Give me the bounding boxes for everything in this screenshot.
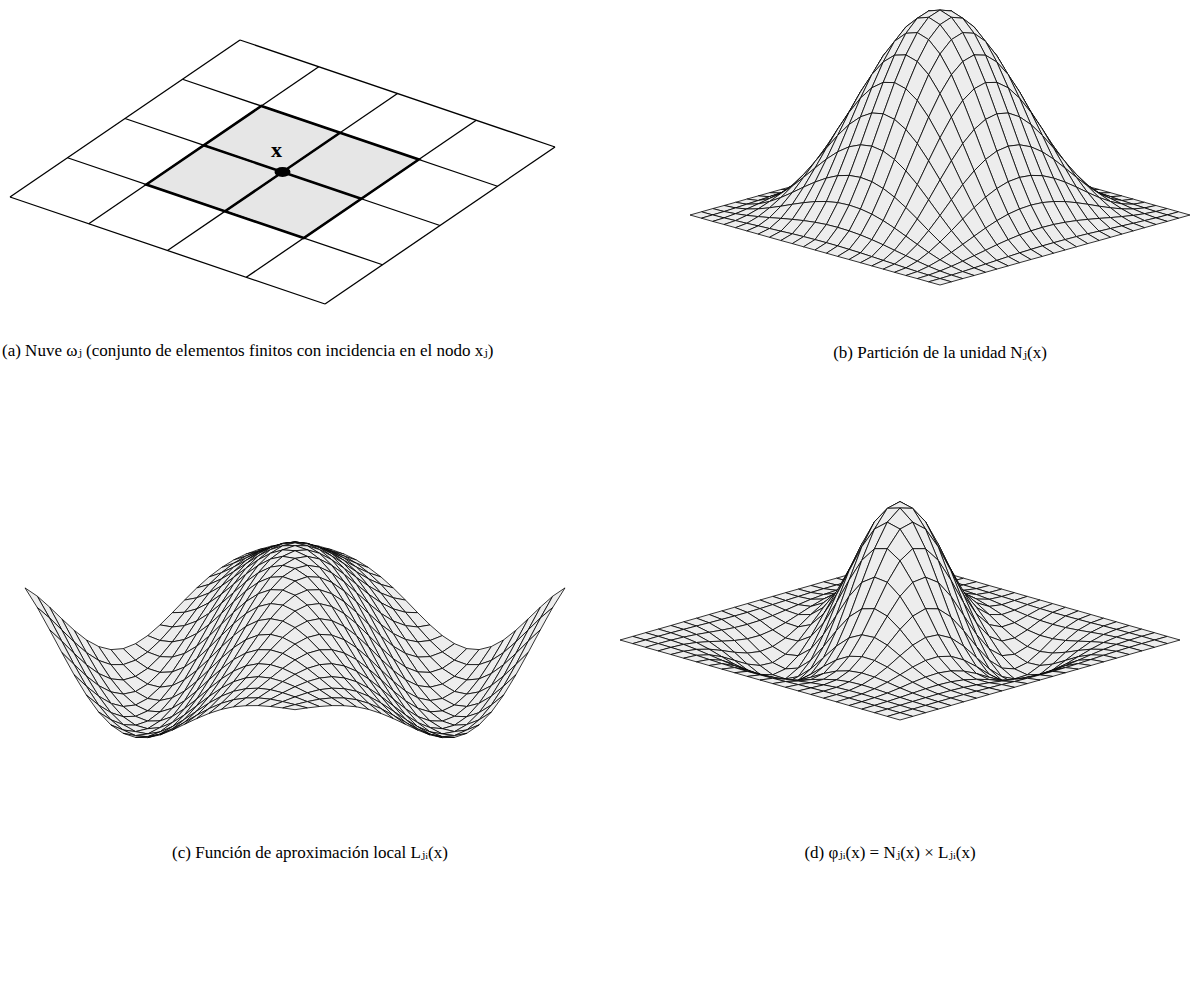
mesh-face: [74, 675, 99, 705]
subfigure-caption: (d) φⱼᵢ(x) = Nⱼ(x) × Lⱼᵢ(x): [700, 842, 1080, 864]
mesh-face: [111, 725, 136, 736]
partition-of-unity-surface: [690, 10, 1190, 285]
mesh-face: [406, 719, 431, 734]
cloud-inner-line: [225, 133, 340, 212]
mesh-face: [418, 729, 443, 738]
mesh-face: [99, 712, 124, 730]
mesh-face: [185, 709, 210, 725]
mesh-face: [504, 653, 529, 687]
mesh-face: [86, 695, 111, 720]
mesh-face: [37, 608, 62, 642]
mesh-face: [528, 608, 553, 642]
cloud-border: [146, 106, 419, 238]
mesh-face: [887, 713, 912, 720]
mesh-face: [50, 630, 75, 665]
node-dot: [275, 167, 291, 177]
mesh-face: [516, 630, 541, 665]
mesh-face: [887, 502, 912, 509]
finite-element-grid: [10, 40, 555, 304]
mesh-face: [455, 725, 480, 736]
mesh-face: [62, 653, 87, 687]
grid-line: [240, 40, 555, 147]
local-approximation-surface: [25, 542, 565, 738]
cloud-inner-line: [204, 145, 362, 199]
mesh-face: [467, 712, 492, 730]
mesh-face: [929, 279, 952, 285]
subfigure-caption: (b) Partición de la unidad Nⱼ(x): [790, 342, 1090, 364]
node-label: x: [271, 136, 301, 165]
mesh-face: [479, 695, 504, 720]
product-surface: [620, 502, 1180, 720]
grid-line: [325, 147, 555, 304]
mesh-face: [283, 705, 308, 710]
subfigure-caption: (a) Nuve ωⱼ (conjunto de elementos finit…: [2, 340, 547, 362]
subfigure-caption: (c) Función de aproximación local Lⱼᵢ(x): [120, 842, 500, 864]
mesh-face: [25, 588, 50, 618]
mesh-face: [160, 719, 185, 734]
mesh-face: [541, 588, 566, 618]
grid-line: [125, 119, 440, 226]
grid-line: [168, 94, 398, 251]
mesh-face: [381, 709, 406, 725]
mesh-face: [491, 675, 516, 705]
mesh-face: [148, 729, 173, 738]
cloud-shading: [146, 106, 419, 238]
